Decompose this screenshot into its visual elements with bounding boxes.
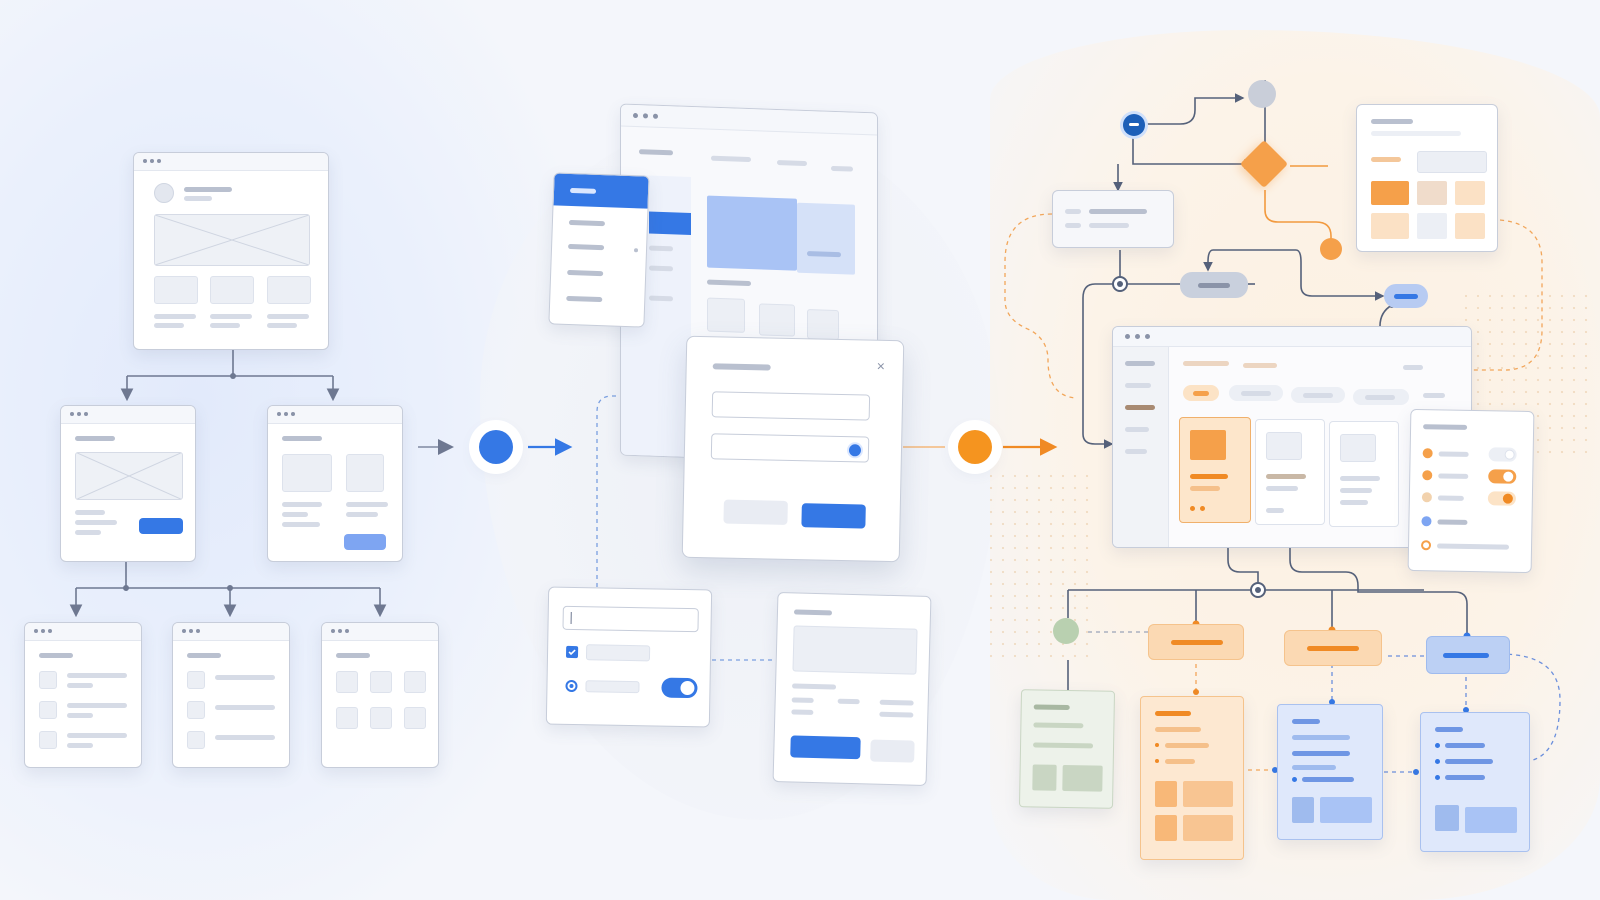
checkbox[interactable] — [565, 645, 579, 659]
flow-line — [1295, 249, 1385, 301]
flow-node-orange — [958, 430, 992, 464]
toggle-switch[interactable] — [1487, 491, 1516, 506]
radio-button[interactable] — [565, 679, 578, 693]
screen-card-blue[interactable] — [1420, 712, 1530, 852]
sitemap-page-a[interactable] — [60, 405, 196, 562]
text-input[interactable] — [710, 433, 870, 463]
screen-card-green[interactable] — [1018, 689, 1116, 809]
flow-line-orange — [1264, 190, 1332, 244]
toggle-switch[interactable] — [1488, 469, 1517, 484]
dashed-link — [596, 395, 680, 590]
product-grid-card[interactable] — [1356, 104, 1498, 252]
flow-line — [1379, 304, 1393, 327]
sitemap-subpage-2[interactable] — [172, 622, 290, 768]
cta-button[interactable] — [139, 518, 183, 534]
flow-line — [1082, 283, 1120, 449]
confirm-button[interactable] — [801, 503, 866, 529]
cancel-button[interactable] — [723, 499, 788, 525]
dropdown-menu[interactable] — [548, 172, 650, 328]
form-modal[interactable]: × — [681, 335, 905, 563]
sitemap-page-b[interactable] — [267, 405, 403, 562]
dashed-loop — [1470, 219, 1543, 371]
avatar — [154, 183, 174, 203]
dashed-loop — [1004, 213, 1077, 399]
flow-pill-grey[interactable] — [1180, 272, 1248, 298]
item-card[interactable] — [1255, 419, 1325, 525]
screen-card-orange[interactable] — [1140, 696, 1244, 860]
orange-node — [1320, 238, 1342, 260]
flow-line — [1133, 93, 1245, 125]
flow-line — [1227, 528, 1259, 590]
check-icon — [568, 649, 576, 656]
settings-panel[interactable] — [1407, 408, 1535, 574]
flow-step-card[interactable] — [1052, 190, 1174, 248]
green-node — [1053, 618, 1079, 644]
start-node — [1123, 114, 1145, 136]
primary-button[interactable] — [790, 735, 861, 760]
content-card[interactable] — [772, 592, 932, 786]
sitemap-subpage-3[interactable] — [321, 622, 439, 768]
step-pill-blue[interactable] — [1426, 636, 1510, 674]
toggle-switch[interactable] — [661, 677, 698, 699]
end-node — [1248, 80, 1276, 108]
image-placeholder — [75, 452, 183, 500]
step-pill-orange[interactable] — [1148, 624, 1244, 660]
step-pill-orange[interactable] — [1284, 630, 1382, 666]
form-controls-card[interactable] — [545, 586, 713, 728]
flow-line — [1289, 528, 1468, 634]
selected-item-card[interactable] — [1179, 417, 1251, 523]
sitemap-home-page[interactable] — [133, 152, 329, 350]
flow-pill-blue[interactable] — [1384, 284, 1428, 308]
close-icon[interactable]: × — [876, 357, 886, 374]
flow-line — [1132, 124, 1254, 169]
hero-image-placeholder — [154, 214, 310, 266]
screen-card-blue[interactable] — [1277, 704, 1383, 840]
item-card[interactable] — [1329, 421, 1399, 527]
toggle-switch[interactable] — [1488, 447, 1517, 462]
secondary-button[interactable] — [870, 739, 915, 763]
sitemap-subpage-1[interactable] — [24, 622, 142, 768]
text-input[interactable] — [711, 391, 871, 421]
text-input[interactable] — [562, 605, 699, 633]
flow-node-blue — [479, 430, 513, 464]
flow-line — [1203, 249, 1296, 272]
submit-button[interactable] — [344, 534, 386, 550]
